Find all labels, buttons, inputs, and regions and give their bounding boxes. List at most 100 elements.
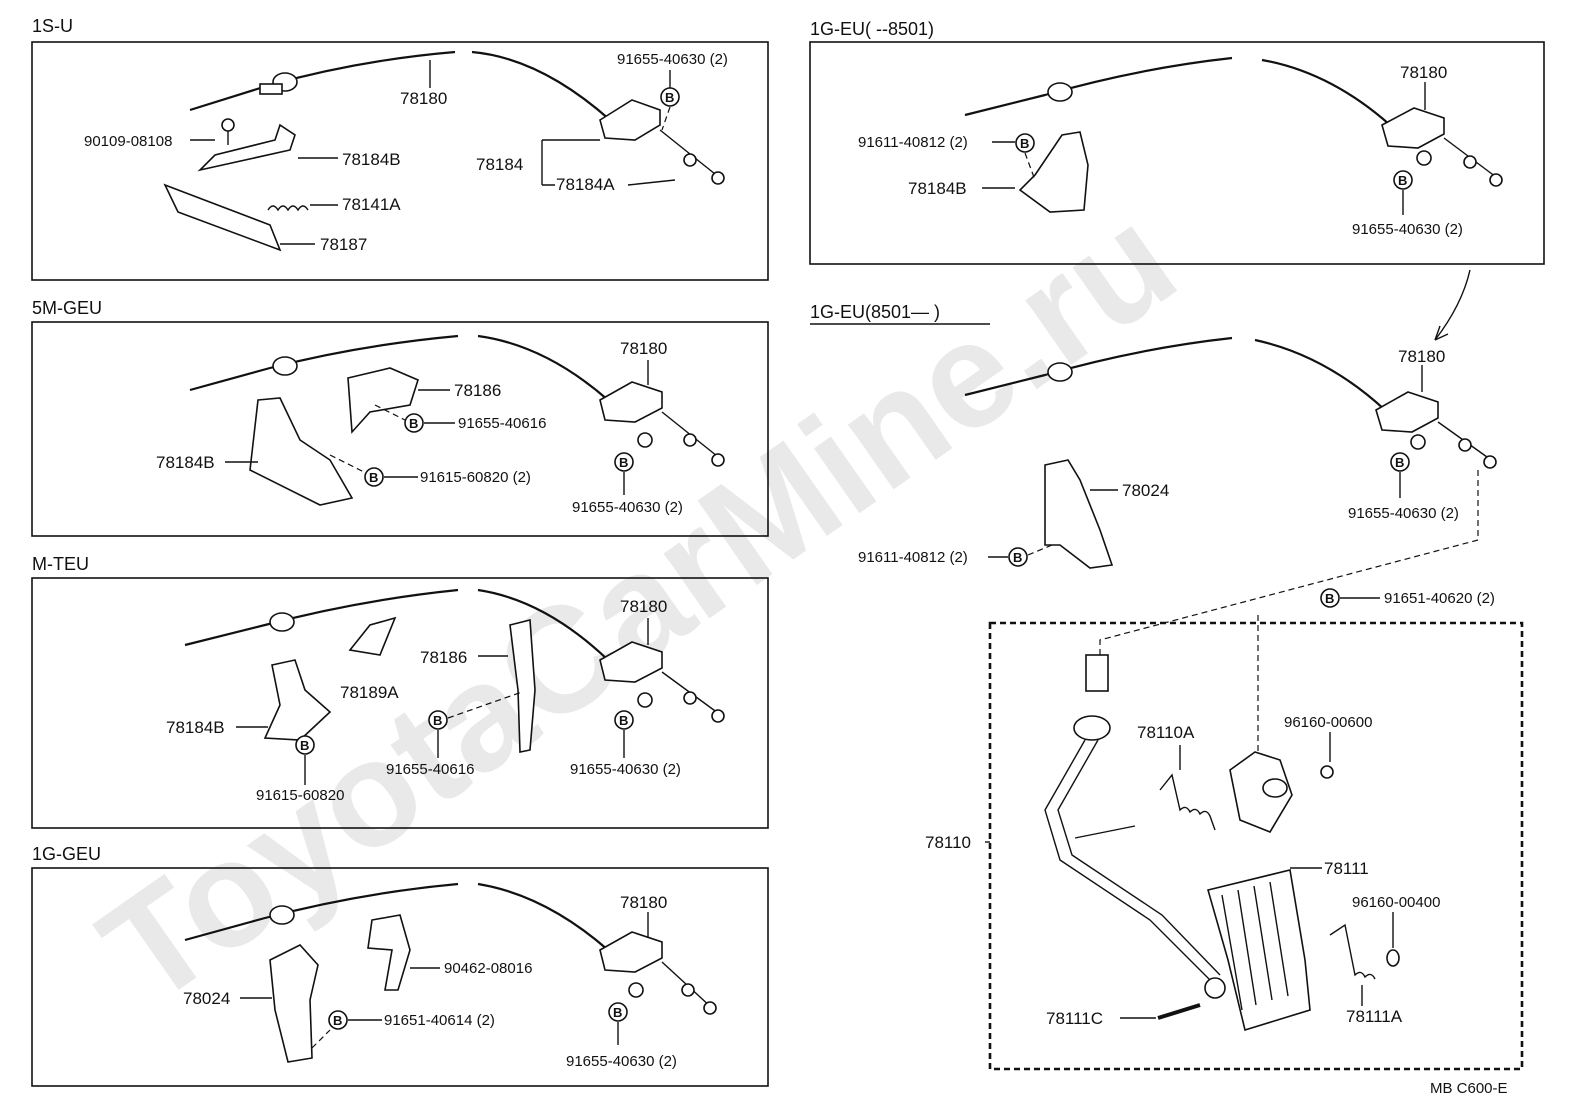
section-1g-eu-late: 1G-EU(8501— ) B B B 78180 — [810, 302, 1524, 1071]
bolt-marker-b: B — [1390, 452, 1410, 472]
part-label: 91655-40630 (2) — [570, 761, 681, 778]
pedal-assy-frame — [988, 621, 1524, 1071]
bolt-marker-b: B — [364, 467, 384, 487]
section-frame — [31, 41, 769, 281]
part-label: 78184B — [908, 179, 967, 198]
svg-text:B: B — [1325, 591, 1334, 606]
section-frame — [31, 321, 769, 537]
part-label: 78180 — [620, 597, 667, 616]
return-spring — [267, 205, 309, 212]
cable-support — [347, 367, 419, 434]
throttle-bracket — [269, 944, 319, 1063]
figure-code: MB C600-E — [1430, 1080, 1508, 1097]
bolt-marker-b: B — [295, 735, 315, 755]
part-label: 78111 — [1324, 859, 1369, 878]
throttle-bracket — [1018, 131, 1089, 213]
accelerator-cable — [184, 882, 717, 1015]
part-label: 90109-08108 — [84, 133, 172, 150]
section-1g-eu-early: 1G-EU( --8501) B B 78180 91611-40812 (2) — [809, 19, 1545, 265]
accelerator-cable — [189, 334, 725, 467]
svg-text:B: B — [619, 713, 628, 728]
part-label: 78184 — [476, 155, 523, 174]
cover-plate — [163, 183, 282, 252]
part-label: 91611-40812 (2) — [858, 549, 968, 566]
part-label: 78180 — [1400, 63, 1447, 82]
bolt-marker-b: B — [608, 1002, 628, 1022]
pedal-return-spring — [1159, 773, 1216, 831]
part-label: 78110A — [1137, 723, 1195, 742]
section-title: 1G-EU( --8501) — [810, 19, 934, 39]
part-label: 78024 — [183, 989, 230, 1008]
part-label: 78111A — [1346, 1007, 1403, 1026]
section-5m-geu: 5M-GEU B B B 78180 — [31, 298, 769, 537]
part-label: 78111C — [1046, 1009, 1103, 1028]
cable-clip — [348, 616, 397, 656]
svg-text:B: B — [369, 470, 378, 485]
accelerator-pedal-pad — [1207, 869, 1311, 1032]
section-title: 1G-EU(8501— ) — [810, 302, 940, 322]
part-label: 78141A — [342, 195, 401, 214]
part-label: 90462-08016 — [444, 960, 532, 977]
cable-route-line — [1099, 470, 1479, 660]
svg-text:B: B — [1013, 550, 1022, 565]
part-label: 78187 — [320, 235, 367, 254]
part-label: 78110 — [925, 833, 971, 852]
part-label: 91655-40630 (2) — [572, 499, 683, 516]
bolt-marker-b: B — [660, 87, 680, 107]
svg-text:B: B — [613, 1005, 622, 1020]
part-label: 78180 — [620, 893, 667, 912]
part-label: 78184B — [156, 453, 215, 472]
throttle-bracket — [1044, 459, 1114, 569]
section-frame — [31, 867, 769, 1087]
arrow-icon — [1434, 269, 1471, 341]
bolt-marker-b: B — [428, 710, 448, 730]
svg-text:B: B — [433, 713, 442, 728]
accelerator-cable — [189, 50, 725, 185]
part-label: 91611-40812 (2) — [858, 134, 968, 151]
accelerator-cable — [964, 336, 1497, 469]
section-1g-geu: 1G-GEU B B 78180 90462-08016 78024 — [31, 844, 769, 1087]
throttle-bracket — [197, 123, 296, 172]
section-title: M-TEU — [32, 554, 89, 574]
svg-text:B: B — [300, 738, 309, 753]
section-title: 1S-U — [32, 16, 73, 36]
svg-text:B: B — [1020, 136, 1029, 151]
part-label: 78024 — [1122, 481, 1169, 500]
part-label: 78186 — [454, 381, 501, 400]
part-label: 78184A — [556, 175, 615, 194]
part-label: 78189A — [340, 683, 399, 702]
bushing-icon — [1320, 765, 1334, 779]
arrow-head-icon — [1434, 325, 1449, 341]
bushing-icon — [1386, 949, 1400, 967]
bolt-marker-b: B — [404, 413, 424, 433]
accelerator-cable — [184, 588, 725, 723]
part-label: 78184B — [342, 150, 401, 169]
part-label: 78180 — [620, 339, 667, 358]
svg-text:B: B — [665, 90, 674, 105]
section-frame — [809, 41, 1545, 265]
part-label: 91651-40620 (2) — [1384, 590, 1495, 607]
pedal-bracket — [1229, 751, 1293, 833]
svg-text:B: B — [333, 1013, 342, 1028]
part-label: 78186 — [420, 648, 467, 667]
part-label: 91615-60820 (2) — [420, 469, 531, 486]
part-label: 91651-40614 (2) — [384, 1012, 495, 1029]
cable-clamp — [367, 914, 411, 991]
part-label: 91615-60820 — [256, 787, 344, 804]
accelerator-pedal-arm — [1044, 654, 1226, 999]
part-label: 96160-00400 — [1352, 894, 1440, 911]
screw-icon — [221, 118, 235, 145]
bolt-marker-b: B — [328, 1010, 348, 1030]
pad-spring — [1329, 923, 1376, 980]
svg-text:B: B — [619, 455, 628, 470]
section-1s-u: 1S-U B 78180 — [31, 16, 769, 281]
throttle-bracket — [249, 397, 354, 506]
part-label: 91655-40630 (2) — [1348, 505, 1459, 522]
cable-support — [509, 618, 536, 753]
part-label: 78184B — [166, 718, 225, 737]
part-label: 78180 — [1398, 347, 1445, 366]
bolt-marker-b: B — [614, 452, 634, 472]
part-label: 91655-40630 (2) — [566, 1053, 677, 1070]
pin-icon — [1157, 1003, 1201, 1020]
